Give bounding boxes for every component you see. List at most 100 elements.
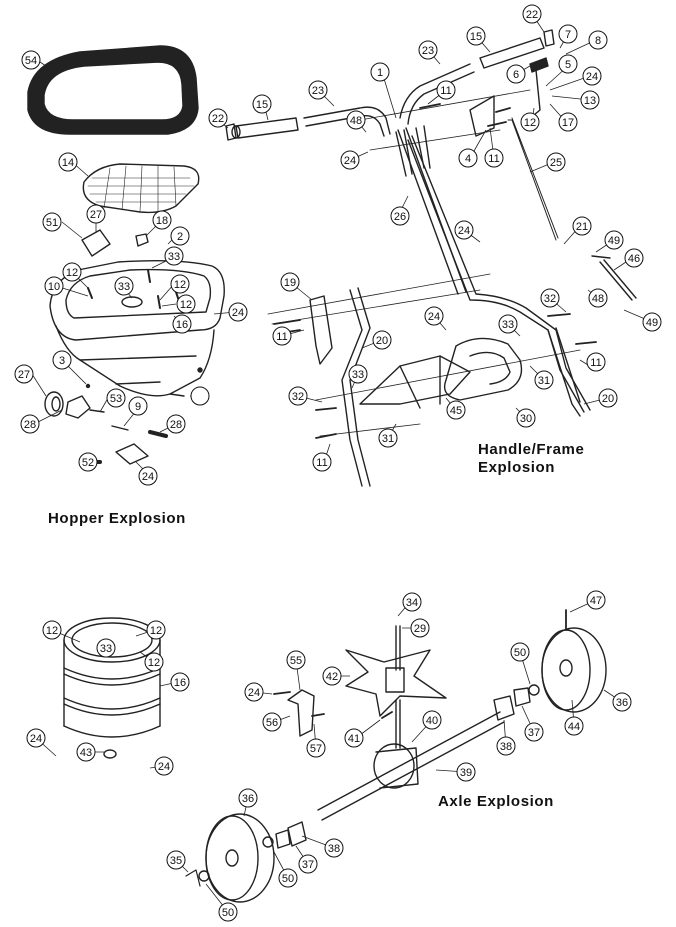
- plate-part-52: [115, 443, 149, 465]
- callout-frame-4: 23: [418, 40, 438, 60]
- axle-shaft-part-39: [317, 711, 505, 821]
- svg-text:31: 31: [382, 433, 394, 445]
- svg-text:11: 11: [316, 457, 327, 469]
- svg-text:2: 2: [177, 231, 183, 243]
- svg-text:10: 10: [48, 281, 60, 293]
- callout-hopper-11: 12: [176, 294, 196, 314]
- callout-frame-39: 30: [516, 408, 536, 428]
- gearbox-part-40: [373, 743, 419, 789]
- svg-text:24: 24: [232, 307, 244, 319]
- svg-text:33: 33: [352, 369, 364, 381]
- callout-frame-28: 48: [588, 288, 608, 308]
- svg-text:28: 28: [170, 419, 182, 431]
- svg-text:7: 7: [565, 29, 571, 41]
- callout-frame-20: 25: [546, 152, 566, 172]
- svg-text:22: 22: [526, 9, 538, 21]
- grip-cap-left-part-22: [225, 123, 237, 141]
- callout-axle-5: 50: [510, 642, 530, 662]
- callout-frame-36: 11: [586, 352, 606, 372]
- svg-text:24: 24: [142, 471, 154, 483]
- svg-text:50: 50: [282, 873, 294, 885]
- hopper-explosion-title: Hopper Explosion: [48, 510, 186, 527]
- callout-frame-0: 22: [522, 4, 542, 24]
- svg-text:19: 19: [284, 277, 296, 289]
- callout-hopper-5: 2: [170, 226, 190, 246]
- frame-leg-left-part-20: [341, 287, 371, 487]
- callout-bucket-0: 12: [42, 620, 62, 640]
- svg-text:24: 24: [30, 733, 42, 745]
- svg-text:55: 55: [290, 655, 302, 667]
- callout-hopper-19: 28: [166, 414, 186, 434]
- callout-axle-16: 36: [238, 788, 258, 808]
- link-part-46: [599, 259, 637, 301]
- callout-frame-19: 11: [484, 148, 504, 168]
- hopper-gasket-part-54: [27, 45, 199, 135]
- callout-bucket-2: 12: [146, 620, 166, 640]
- svg-text:41: 41: [348, 733, 360, 745]
- lever-knob-part-6: [529, 57, 549, 73]
- svg-text:9: 9: [135, 401, 141, 413]
- svg-text:49: 49: [646, 317, 658, 329]
- callout-frame-11: 23: [308, 80, 328, 100]
- handle-frame-explosion-title-line2: Explosion: [478, 459, 556, 476]
- callout-axle-13: 37: [524, 722, 544, 742]
- svg-text:22: 22: [212, 113, 224, 125]
- callout-hopper-2: 27: [86, 204, 106, 224]
- svg-text:12: 12: [150, 625, 162, 637]
- svg-text:51: 51: [46, 217, 58, 229]
- callout-hopper-17: 9: [128, 396, 148, 416]
- callout-axle-11: 40: [422, 710, 442, 730]
- handle-grip-left-part-15: [231, 117, 299, 139]
- hopper-body-part-16: [49, 259, 225, 397]
- callout-frame-29: 32: [540, 288, 560, 308]
- bracket-part-51: [81, 229, 111, 257]
- callout-bucket-5: 24: [26, 728, 46, 748]
- callout-hopper-12: 16: [172, 314, 192, 334]
- svg-text:12: 12: [524, 117, 536, 129]
- callout-hopper-6: 33: [164, 246, 184, 266]
- svg-text:37: 37: [302, 859, 314, 871]
- handle-right-part-23: [399, 63, 475, 125]
- svg-text:50: 50: [222, 907, 234, 919]
- callout-hopper-7: 12: [62, 262, 82, 282]
- callout-axle-3: 55: [286, 650, 306, 670]
- svg-text:3: 3: [59, 355, 65, 367]
- svg-text:15: 15: [256, 99, 268, 111]
- svg-text:11: 11: [276, 331, 287, 343]
- callout-hopper-3: 51: [42, 212, 62, 232]
- svg-text:32: 32: [544, 293, 556, 305]
- callout-axle-4: 42: [322, 666, 342, 686]
- svg-text:28: 28: [24, 419, 36, 431]
- part-callouts: 54 14 27 51 18 2 33 12 10 33 12 12 16 24…: [14, 4, 662, 922]
- bushing-part-38-left: [287, 821, 307, 847]
- callout-hopper-13: 24: [228, 302, 248, 322]
- svg-text:23: 23: [312, 85, 324, 97]
- svg-text:12: 12: [180, 299, 192, 311]
- svg-text:39: 39: [460, 767, 472, 779]
- callout-bucket-4: 16: [170, 672, 190, 692]
- callout-hopper-1: 14: [58, 152, 78, 172]
- callout-axle-7: 36: [612, 692, 632, 712]
- nut-part-18: [135, 233, 149, 247]
- callout-axle-6: 24: [244, 682, 264, 702]
- svg-text:14: 14: [62, 157, 74, 169]
- washer-part-50-left: [262, 836, 274, 848]
- callout-bucket-7: 24: [154, 756, 174, 776]
- svg-text:18: 18: [156, 215, 168, 227]
- callout-frame-5: 6: [506, 64, 526, 84]
- callout-axle-2: 47: [586, 590, 606, 610]
- svg-text:6: 6: [513, 69, 519, 81]
- callout-axle-8: 56: [262, 712, 282, 732]
- svg-text:27: 27: [18, 369, 30, 381]
- svg-text:38: 38: [500, 741, 512, 753]
- callout-axle-18: 50: [278, 868, 298, 888]
- callout-frame-31: 20: [372, 330, 392, 350]
- svg-text:36: 36: [616, 697, 628, 709]
- svg-text:49: 49: [608, 235, 620, 247]
- callout-frame-13: 22: [208, 108, 228, 128]
- callout-frame-42: 11: [312, 452, 332, 472]
- hopper-bucket-part-16: [63, 617, 161, 738]
- callout-axle-12: 44: [564, 716, 584, 736]
- handle-frame-explosion-title-line1: Handle/Frame: [478, 441, 585, 458]
